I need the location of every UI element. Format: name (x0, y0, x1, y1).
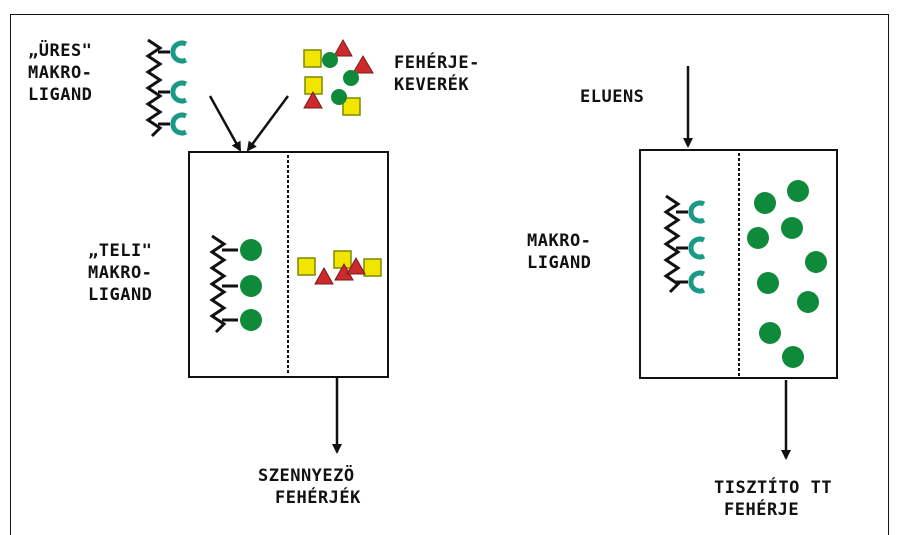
label-protein-mixture: FEHÉRJE- KEVERÉK (394, 53, 480, 95)
label-macroligand: MAKRO- LIGAND (527, 231, 592, 273)
macroligand-icon (663, 194, 706, 294)
protein-mixture-icon (303, 38, 374, 116)
contaminant-cluster-icon (297, 250, 382, 285)
arrow-mixture-in (246, 95, 290, 152)
full-macroligand-icon (209, 234, 262, 334)
arrow-ligand-in (208, 95, 242, 152)
label-full-macroligand: „TELI" MAKRO- LIGAND (88, 241, 153, 305)
diagram-frame (10, 14, 889, 535)
label-eluent: ELUENS (580, 87, 645, 107)
label-empty-macroligand: „ÜRES" MAKRO- LIGAND (28, 41, 93, 105)
label-contaminant-proteins: SZENNYEZÖ FEHÉRJÉK (258, 466, 361, 508)
label-purified-protein: TISZTÍTO TT FEHÉRJE (714, 478, 833, 520)
empty-macroligand-icon (145, 38, 188, 138)
purified-protein-icons (747, 180, 827, 368)
